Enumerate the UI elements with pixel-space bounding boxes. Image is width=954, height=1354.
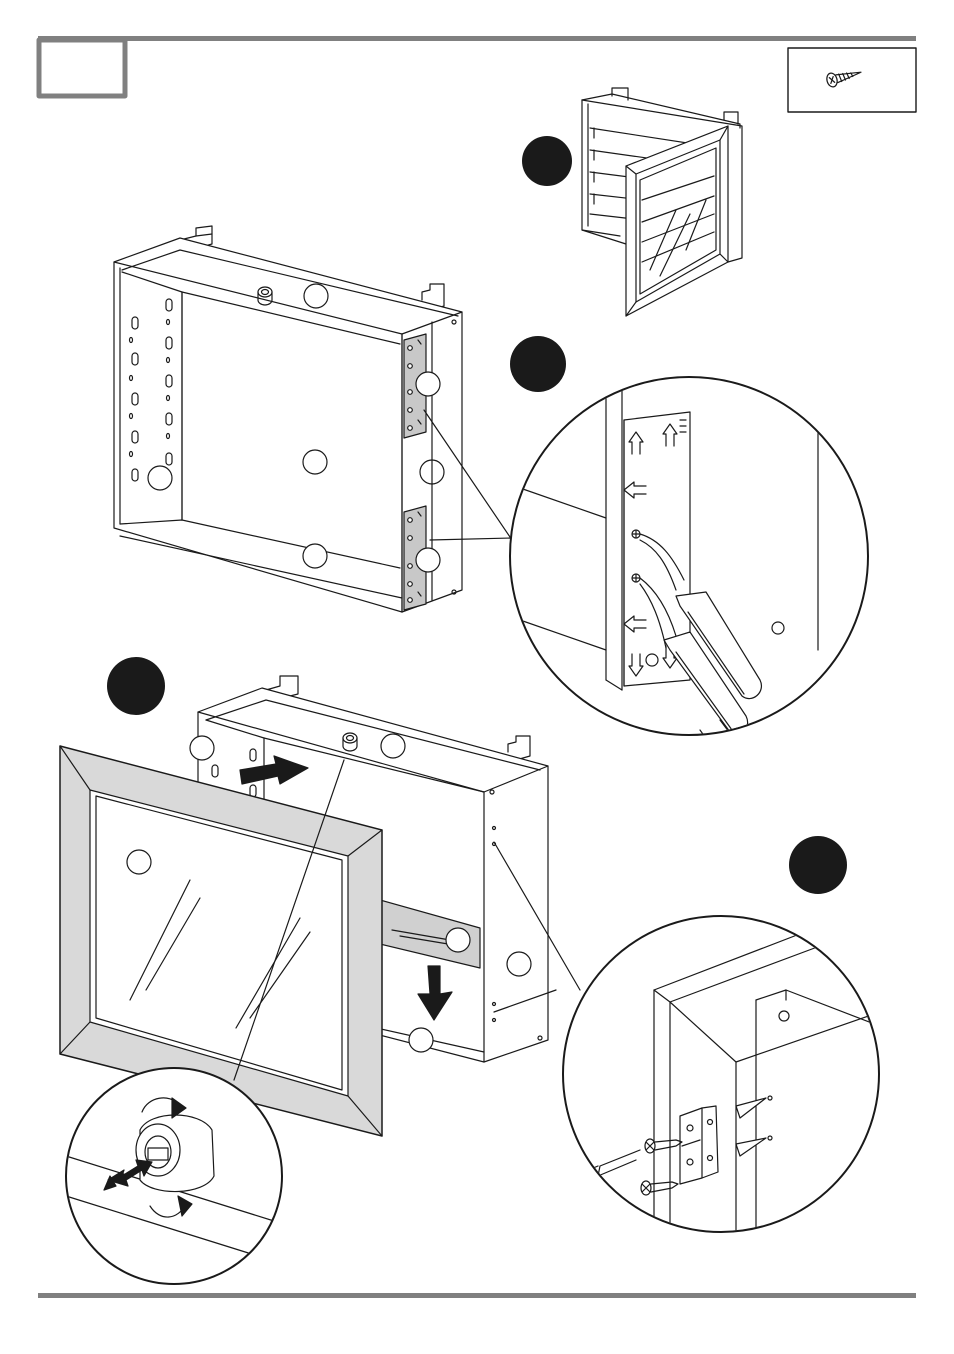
screw-icon — [640, 1138, 683, 1196]
part-label-left — [147, 465, 173, 491]
screw-icon — [826, 71, 862, 88]
header-rule — [38, 36, 916, 41]
finished-cabinet-illustration — [581, 87, 743, 317]
glass-door — [59, 745, 383, 1137]
part-label-bottom — [302, 543, 328, 569]
hinge-plate-lower — [403, 505, 427, 611]
step-marker-4 — [789, 836, 847, 894]
hinge-plate-upper — [403, 333, 427, 439]
up-arrow-icon — [628, 423, 678, 455]
double-arrow-icon — [103, 1159, 153, 1191]
cam-lock-fitting — [257, 286, 273, 306]
down-arrow-icon — [628, 645, 678, 677]
cabinet-front-view — [189, 675, 581, 1063]
rotate-arrow-icon — [141, 1097, 193, 1218]
part-label-back — [302, 449, 328, 475]
down-arrow-icon-large — [417, 965, 453, 1021]
cam-lock-fitting-front — [342, 732, 358, 752]
push-arrow-icon — [239, 755, 309, 785]
part-label-top — [303, 283, 329, 309]
screwdriver-icon — [639, 533, 781, 734]
step-marker-2 — [510, 336, 566, 392]
step-marker-3 — [107, 657, 165, 715]
hinge-screw-detail — [562, 915, 880, 1233]
shelf-pin-holes — [128, 298, 173, 482]
cabinet-rear-view — [113, 225, 513, 613]
hinge-plate-screwdriver-detail — [509, 376, 869, 736]
step-marker-1 — [522, 136, 572, 186]
cam-lock-adjustment-detail — [65, 1067, 283, 1285]
step-number-box — [36, 37, 128, 99]
left-arrow-icon — [623, 481, 647, 633]
parts-box — [787, 47, 917, 113]
hinge-icon — [679, 1105, 719, 1185]
footer-rule — [38, 1293, 916, 1298]
